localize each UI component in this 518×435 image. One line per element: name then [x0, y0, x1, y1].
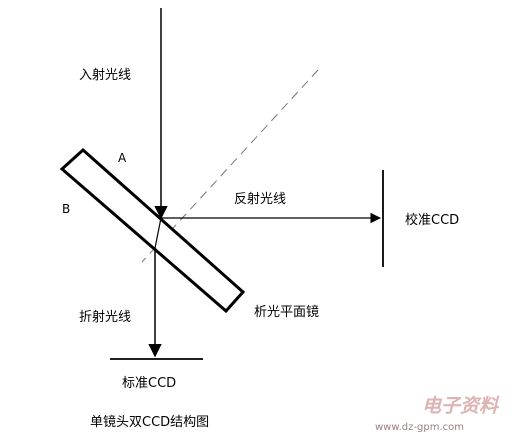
- watermark-url: www.dz-gpm.com: [375, 422, 464, 433]
- watermark: 电子资料 www.dz-gpm.com: [375, 395, 500, 433]
- edge-b-label: B: [62, 202, 70, 216]
- incident-ray-label: 入射光线: [79, 67, 131, 83]
- refracted-ray-inner: [154, 217, 162, 249]
- watermark-text: 电子资料: [422, 395, 500, 417]
- reflected-ray-label: 反射光线: [234, 191, 286, 207]
- refracted-ray-label: 折射光线: [79, 309, 131, 325]
- diagram-caption: 单镜头双CCD结构图: [90, 415, 209, 430]
- edge-a-label: A: [118, 151, 127, 165]
- standard-ccd-label: 标准CCD: [122, 376, 176, 391]
- beam-splitter-label: 析光平面镜: [254, 305, 319, 320]
- calibration-ccd-label: 校准CCD: [405, 212, 459, 228]
- beam-splitter-plate: [59, 147, 246, 314]
